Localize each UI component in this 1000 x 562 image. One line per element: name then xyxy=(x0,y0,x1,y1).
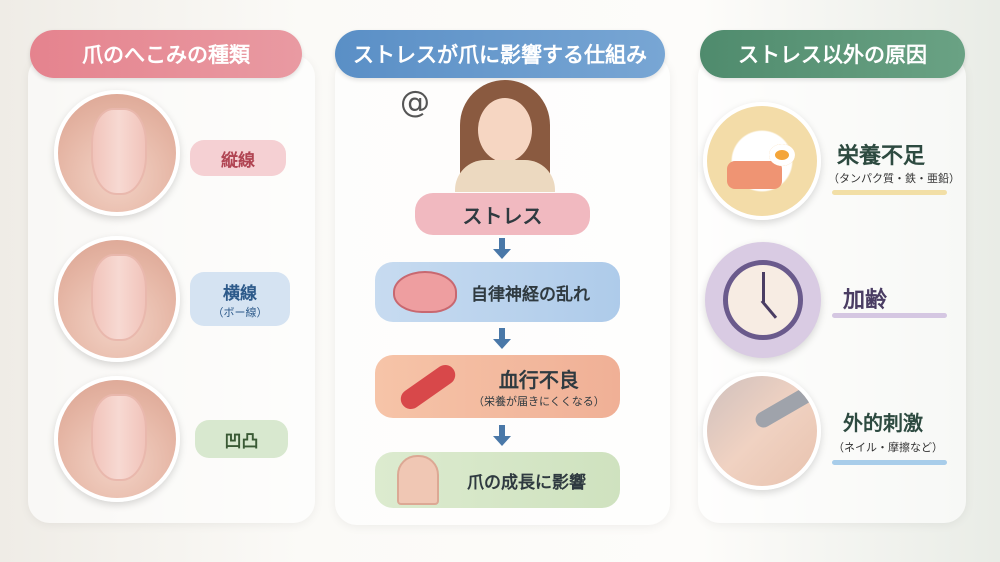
uneven-nail-image xyxy=(54,376,180,502)
stress-swirl-icon: @ xyxy=(400,85,430,120)
blood-vessel-icon xyxy=(396,360,460,413)
step-nail-growth: 爪の成長に影響 xyxy=(375,452,620,508)
label-vertical-ridge: 縦線 xyxy=(190,140,286,176)
divider xyxy=(832,313,947,318)
label-text: 横線 xyxy=(223,283,257,304)
label-sub: （ボー線） xyxy=(212,305,268,319)
step-label: ストレス xyxy=(462,203,543,228)
mechanism-header: ストレスが爪に影響する仕組み xyxy=(335,30,665,78)
step-label: 血行不良 xyxy=(498,368,579,392)
stressed-woman-illustration xyxy=(440,80,570,192)
cause-nutrition-title: 栄養不足 xyxy=(837,144,926,169)
step-circulation: 血行不良 （栄養が届きにくくなる） xyxy=(375,355,620,418)
divider xyxy=(832,460,947,465)
step-sub: （栄養が届きにくくなる） xyxy=(473,395,605,408)
clock-icon xyxy=(705,242,821,358)
label-text: 凹凸 xyxy=(224,431,259,452)
label-text: 縦線 xyxy=(221,150,255,171)
label-uneven: 凹凸 xyxy=(195,420,288,458)
nail-types-header: 爪のへこみの種類 xyxy=(30,30,302,78)
step-label: 自律神経の乱れ xyxy=(471,284,590,305)
step-label: 爪の成長に影響 xyxy=(467,472,586,493)
label-horizontal-ridge: 横線（ボー線） xyxy=(190,272,290,326)
divider xyxy=(832,190,947,195)
cause-aging-title: 加齢 xyxy=(843,288,888,313)
finger-nail-icon xyxy=(397,455,439,505)
nail-file-image xyxy=(703,372,821,490)
other-causes-header: ストレス以外の原因 xyxy=(700,30,965,78)
food-plate-image xyxy=(703,102,821,220)
cause-nutrition-sub: （タンパク質・鉄・亜鉛） xyxy=(828,172,960,185)
step-autonomic: 自律神経の乱れ xyxy=(375,262,620,322)
step-stress: ストレス xyxy=(415,193,590,235)
arrow-down-icon xyxy=(493,238,511,260)
arrow-down-icon xyxy=(493,328,511,350)
cause-external-sub: （ネイル・摩擦など） xyxy=(833,441,943,454)
cause-external-title: 外的刺激 xyxy=(843,411,923,435)
brain-icon xyxy=(393,271,457,313)
horizontal-ridge-nail-image xyxy=(54,236,180,362)
arrow-down-icon xyxy=(493,425,511,447)
vertical-ridge-nail-image xyxy=(54,90,180,216)
